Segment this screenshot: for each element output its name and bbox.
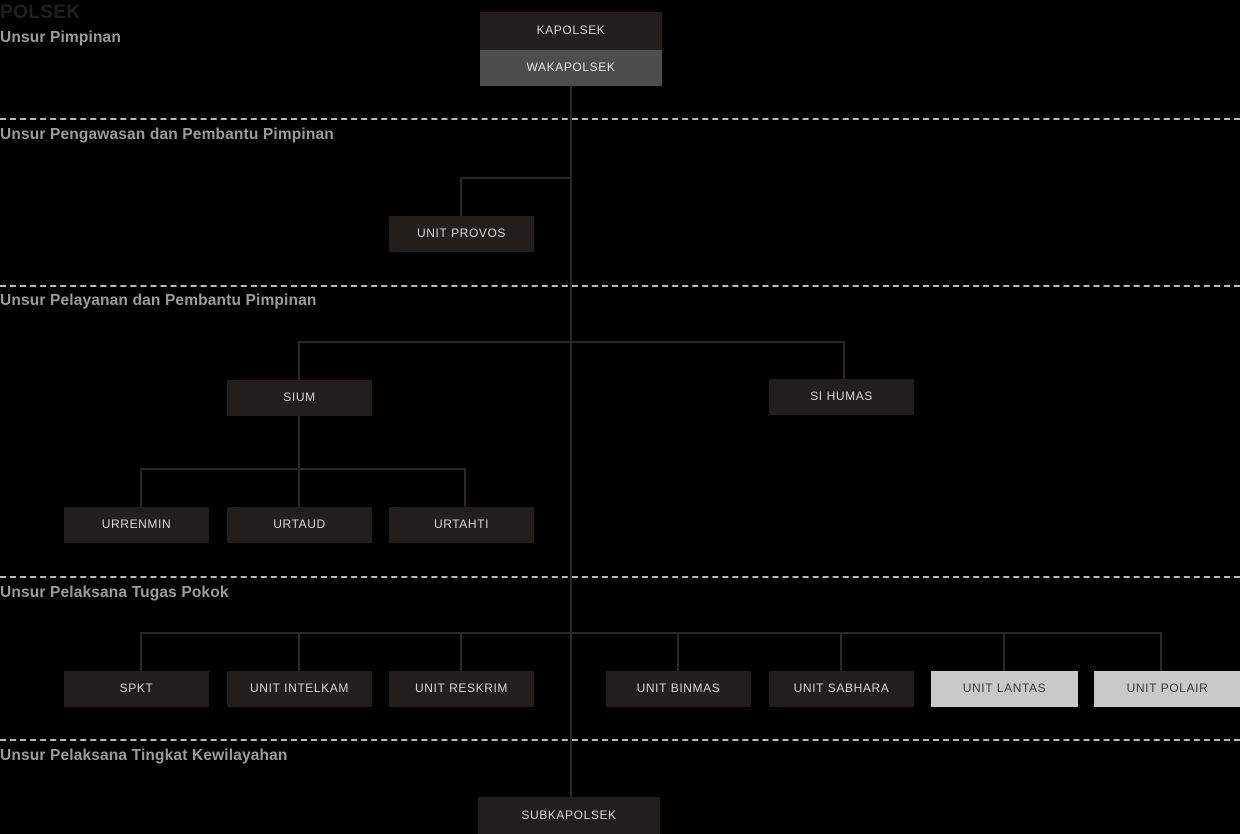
node-urrenmin[interactable]: URRENMIN (64, 507, 209, 543)
node-unit-binmas[interactable]: UNIT BINMAS (606, 671, 751, 707)
node-si-humas[interactable]: SI HUMAS (769, 379, 914, 415)
section-label-pelayanan: Unsur Pelayanan dan Pembantu Pimpinan (0, 292, 317, 309)
connector-v-unit-binmas (677, 632, 679, 671)
page-title: POLSEK (0, 2, 81, 23)
node-wakapolsek[interactable]: WAKAPOLSEK (480, 50, 662, 86)
node-unit-provos[interactable]: UNIT PROVOS (389, 216, 534, 252)
divider-pelayanan (0, 285, 1240, 287)
connector-v-spkt (140, 632, 142, 671)
connector-h-pelaksana-row (140, 632, 1162, 634)
divider-pengawasan (0, 118, 1240, 120)
node-urtahti[interactable]: URTAHTI (389, 507, 534, 543)
connector-v-unit-sabhara (840, 632, 842, 671)
trunk-line-main (570, 86, 572, 799)
section-label-pimpinan: Unsur Pimpinan (0, 29, 121, 46)
node-unit-reskrim[interactable]: UNIT RESKRIM (389, 671, 534, 707)
divider-kewilayahan (0, 739, 1240, 741)
connector-v-unit-lantas (1003, 632, 1005, 671)
section-label-pengawasan: Unsur Pengawasan dan Pembantu Pimpinan (0, 126, 334, 143)
connector-v-unit-provos (460, 177, 462, 216)
node-unit-polair[interactable]: UNIT POLAIR (1094, 671, 1240, 707)
connector-h-ur-row (140, 468, 466, 470)
node-unit-intelkam[interactable]: UNIT INTELKAM (227, 671, 372, 707)
connector-v-sium-stem (298, 416, 300, 508)
connector-v-unit-polair (1160, 632, 1162, 671)
node-sium[interactable]: SIUM (227, 380, 372, 416)
node-unit-lantas[interactable]: UNIT LANTAS (931, 671, 1078, 707)
node-subkapolsek[interactable]: SUBKAPOLSEK (478, 797, 660, 834)
node-kapolsek[interactable]: KAPOLSEK (480, 12, 662, 50)
section-label-pelaksana: Unsur Pelaksana Tugas Pokok (0, 584, 229, 601)
connector-v-sium (298, 341, 300, 380)
connector-h-sium-sihumas (298, 341, 845, 343)
node-urtaud[interactable]: URTAUD (227, 507, 372, 543)
connector-v-unit-intelkam (298, 632, 300, 671)
connector-v-si-humas (843, 341, 845, 379)
connector-v-urrenmin (140, 468, 142, 507)
divider-pelaksana (0, 576, 1240, 578)
section-label-kewilayahan: Unsur Pelaksana Tingkat Kewilayahan (0, 747, 288, 764)
connector-h-unit-provos (460, 177, 571, 179)
node-spkt[interactable]: SPKT (64, 671, 209, 707)
node-unit-sabhara[interactable]: UNIT SABHARA (769, 671, 914, 707)
connector-v-urtahti (464, 468, 466, 507)
connector-v-unit-reskrim (460, 632, 462, 671)
